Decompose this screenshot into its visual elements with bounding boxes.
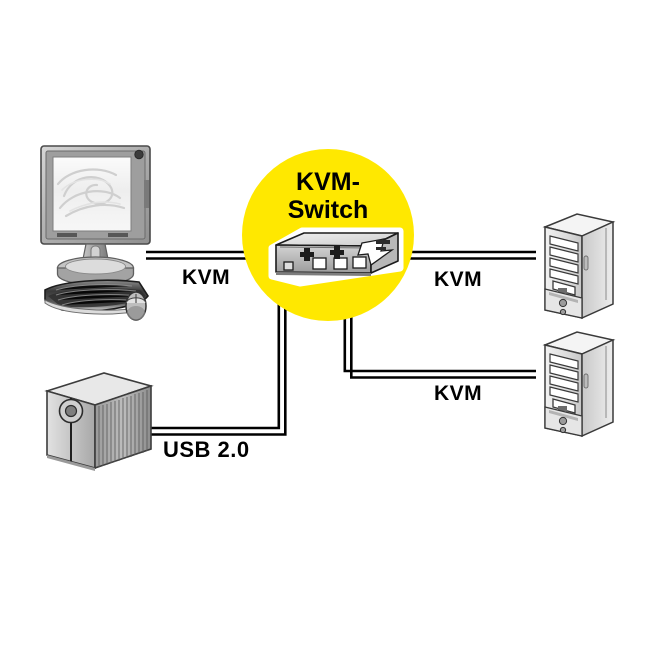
cable-label-kvm-right-bottom: KVM xyxy=(434,382,483,405)
cable-label-usb: USB 2.0 xyxy=(163,437,250,462)
cable-usb xyxy=(150,262,287,436)
kvm-switch-title-line2: Switch xyxy=(287,196,369,224)
pc-tower-bottom-icon xyxy=(542,331,616,438)
cable-label-kvm-right-top: KVM xyxy=(434,268,483,291)
kvm-switch-device-icon xyxy=(268,227,404,287)
cable-label-kvm-left: KVM xyxy=(182,266,231,289)
kvm-switch-title-line1: KVM- xyxy=(296,168,360,196)
keyboard-icon xyxy=(44,279,149,315)
mouse-icon xyxy=(125,291,147,321)
external-hard-drive-icon xyxy=(44,372,154,471)
kvm-switch-title: KVM- Switch xyxy=(243,168,413,224)
monitor-icon xyxy=(40,145,151,286)
pc-tower-top-icon xyxy=(542,213,616,320)
